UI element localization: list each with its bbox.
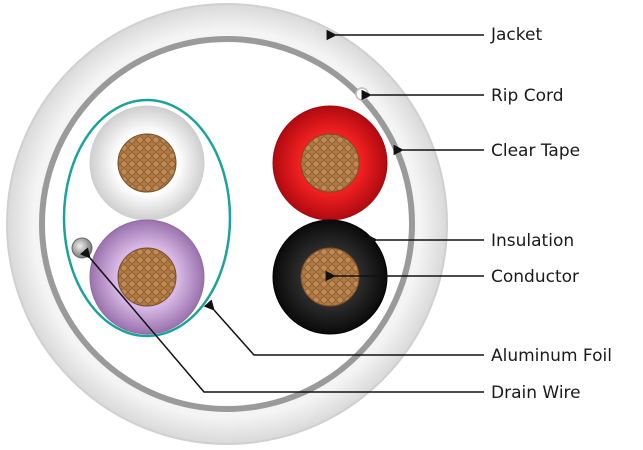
label-insulation: Insulation	[491, 231, 574, 251]
label-drain-wire: Drain Wire	[491, 383, 581, 403]
label-conductor: Conductor	[491, 267, 579, 287]
aluminum-foil-leader-line	[203, 299, 484, 356]
rip-cord	[355, 87, 369, 101]
drain-wire-leader-line	[79, 247, 484, 393]
label-jacket: Jacket	[490, 25, 542, 45]
black-insulated-conductor	[272, 219, 388, 335]
drain-wire	[71, 237, 93, 259]
label-rip-cord: Rip Cord	[491, 86, 563, 106]
aluminum-foil-shield	[62, 98, 232, 338]
label-clear-tape: Clear Tape	[491, 141, 580, 161]
red-insulated-conductor	[272, 105, 388, 221]
purple-insulated-conductor	[89, 219, 205, 335]
white-insulated-conductor	[89, 105, 205, 221]
label-aluminum-foil: Aluminum Foil	[491, 346, 612, 366]
